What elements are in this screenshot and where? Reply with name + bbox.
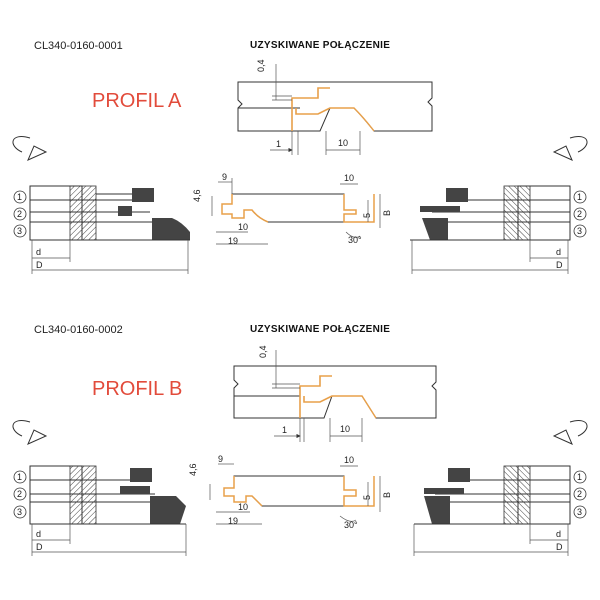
- profile-dim-right-outer-a: B: [382, 210, 392, 216]
- right-cutter-number-3-b: 3: [577, 507, 582, 517]
- joint-drawing-a: [237, 64, 433, 155]
- profile-dim-bottom-left-b: 10: [238, 502, 248, 512]
- cutter-dim-d-a: d: [36, 247, 41, 257]
- right-cutter-number-3-a: 3: [577, 226, 582, 236]
- joint-dim-left-a: 1: [276, 139, 281, 149]
- cutter-number-1-a: 1: [17, 192, 22, 202]
- cutter-dim-D-b: D: [36, 542, 43, 552]
- cutter-number-3-b: 3: [17, 507, 22, 517]
- joint-drawing-b: [233, 350, 437, 442]
- right-cutter-number-1-b: 1: [577, 472, 582, 482]
- right-cutter-a: [410, 136, 588, 274]
- profile-dim-right-outer-b: B: [382, 492, 392, 498]
- right-cutter-dim-d-a: d: [556, 247, 561, 257]
- part-code-b: CL340-0160-0002: [34, 324, 123, 336]
- cutter-number-3-a: 3: [17, 226, 22, 236]
- cutter-number-2-b: 2: [17, 489, 22, 499]
- cutter-number-1-b: 1: [17, 472, 22, 482]
- cutter-dim-d-b: d: [36, 529, 41, 539]
- right-cutter-number-1-a: 1: [577, 192, 582, 202]
- profile-dim-angle-a: 30°: [348, 235, 362, 245]
- part-code-a: CL340-0160-0001: [34, 40, 123, 52]
- right-cutter-number-2-a: 2: [577, 209, 582, 219]
- joint-heading-b: UZYSKIWANE POŁĄCZENIE: [250, 324, 391, 335]
- profile-label-b: PROFIL B: [92, 378, 183, 400]
- profile-label-a: PROFIL A: [92, 90, 182, 112]
- profile-detail-a: [211, 178, 381, 245]
- right-cutter-dim-d-b: d: [556, 529, 561, 539]
- profile-detail-b: [209, 463, 381, 525]
- right-cutter-number-2-b: 2: [577, 489, 582, 499]
- joint-dim-right-b: 10: [340, 424, 350, 434]
- profile-dim-left-a: 4,6: [192, 189, 202, 202]
- joint-dim-right-a: 10: [338, 138, 348, 148]
- right-cutter-b: [413, 420, 588, 556]
- joint-dim-top-a: 0,4: [256, 59, 266, 72]
- profile-dim-top-left-a: 9: [222, 172, 227, 182]
- profile-dim-bottom-wide-b: 19: [228, 516, 238, 526]
- profile-dim-bottom-left-a: 10: [238, 222, 248, 232]
- right-cutter-dim-D-b: D: [556, 542, 563, 552]
- profile-dim-right-inner-a: 5: [362, 213, 372, 218]
- profile-dim-right-inner-b: 5: [362, 495, 372, 500]
- section-b: 0,4 1 10 9 10 4,6 10 19 5 B 30°: [12, 345, 588, 556]
- left-cutter-b: [12, 420, 187, 556]
- section-a: 0,4 1 10 9 10 4,6 10 19 5 B 30°: [12, 59, 588, 274]
- profile-dim-angle-b: 30°: [344, 520, 358, 530]
- rotation-arrow-icon: [12, 420, 31, 437]
- profile-dim-top-left-b: 9: [218, 454, 223, 464]
- joint-dim-top-b: 0,4: [258, 345, 268, 358]
- cutter-number-2-a: 2: [17, 209, 22, 219]
- cutter-dim-D-a: D: [36, 260, 43, 270]
- rotation-arrow-icon: [12, 136, 31, 153]
- right-cutter-dim-D-a: D: [556, 260, 563, 270]
- profile-dim-top-right-a: 10: [344, 173, 354, 183]
- left-cutter-a: [12, 136, 190, 274]
- profile-dim-left-b: 4,6: [188, 463, 198, 476]
- rotation-arrow-icon: [569, 420, 588, 437]
- profile-dim-top-right-b: 10: [344, 455, 354, 465]
- joint-heading-a: UZYSKIWANE POŁĄCZENIE: [250, 40, 391, 51]
- profile-dim-bottom-wide-a: 19: [228, 236, 238, 246]
- rotation-arrow-icon: [569, 136, 588, 153]
- joint-dim-left-b: 1: [282, 425, 287, 435]
